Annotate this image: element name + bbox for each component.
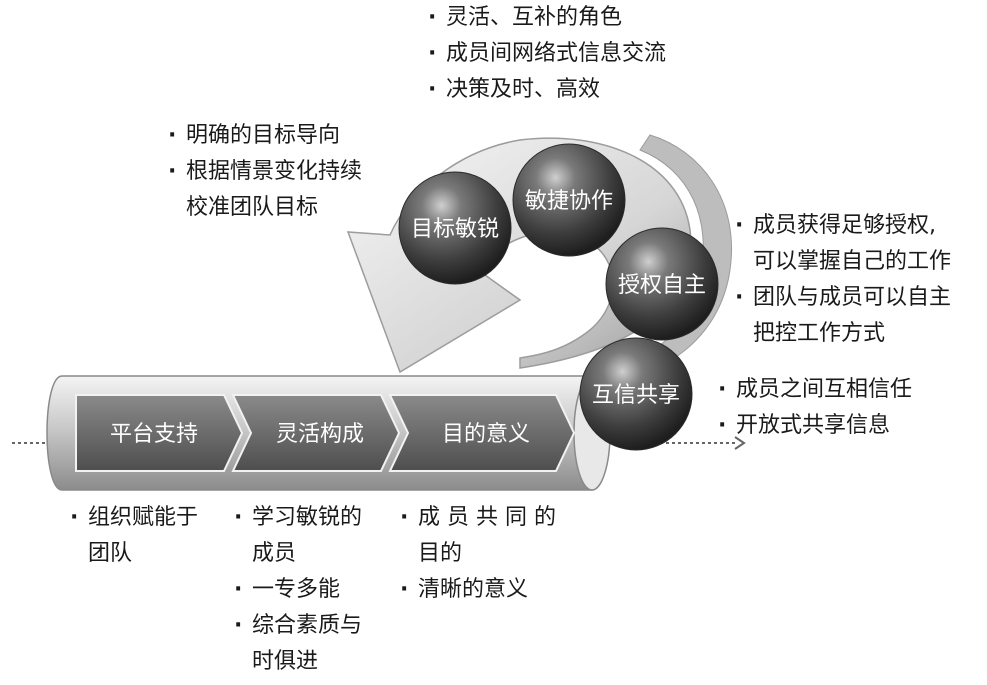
value-sphere <box>398 171 512 285</box>
note-item-cont: 成员 <box>252 541 297 566</box>
notes-bottom-3: 成 员 共 同 的 目的 清晰的意义 <box>400 500 556 608</box>
stage-label: 灵活构成 <box>276 422 364 447</box>
value-sphere <box>605 227 719 341</box>
stage-label: 目的意义 <box>442 422 530 447</box>
notes-left: 明确的目标导向 根据情景变化持续 校准团队目标 <box>168 118 362 226</box>
note-item: 开放式共享信息 <box>718 408 912 444</box>
stage-chevron <box>388 394 576 472</box>
note-item-cont: 把控工作方式 <box>753 321 886 346</box>
notes-right-2: 成员之间互相信任 开放式共享信息 <box>718 372 912 444</box>
notes-right-1: 成员获得足够授权, 可以掌握自己的工作 团队与成员可以自主 把控工作方式 <box>735 208 951 352</box>
note-item-cont: 目的 <box>418 541 463 566</box>
note-item-cont: 可以掌握自己的工作 <box>753 249 952 274</box>
sphere-label: 目标敏锐 <box>411 217 499 242</box>
note-item-cont: 校准团队目标 <box>186 195 319 220</box>
note-item: 清晰的意义 <box>400 572 556 608</box>
note-item: 综合素质与 <box>234 608 362 644</box>
note-item: 团队与成员可以自主 <box>735 280 951 316</box>
sphere-label: 互信共享 <box>592 383 680 408</box>
note-item: 一专多能 <box>234 572 362 608</box>
stage-chevron <box>231 394 401 472</box>
note-item: 决策及时、高效 <box>428 72 666 108</box>
value-sphere <box>512 143 626 257</box>
sphere-label: 敏捷协作 <box>525 189 613 214</box>
note-item-cont: 时俱进 <box>252 649 319 674</box>
stage-label: 平台支持 <box>110 422 198 447</box>
note-item: 组织赋能于 <box>70 500 198 536</box>
note-item: 成 员 共 同 的 <box>400 500 556 536</box>
note-item: 成员间网络式信息交流 <box>428 36 666 72</box>
notes-bottom-1: 组织赋能于 团队 <box>70 500 198 572</box>
note-item: 灵活、互补的角色 <box>428 0 666 36</box>
stage-chevron <box>75 394 244 472</box>
note-item: 成员之间互相信任 <box>718 372 912 408</box>
note-item: 明确的目标导向 <box>168 118 362 154</box>
notes-bottom-2: 学习敏锐的 成员 一专多能 综合素质与 时俱进 <box>234 500 362 680</box>
notes-top: 灵活、互补的角色 成员间网络式信息交流 决策及时、高效 <box>428 0 666 108</box>
note-item: 学习敏锐的 <box>234 500 362 536</box>
value-sphere <box>579 337 693 451</box>
note-item: 根据情景变化持续 <box>168 154 362 190</box>
note-item-cont: 团队 <box>88 541 133 566</box>
note-item: 成员获得足够授权, <box>735 208 951 244</box>
sphere-label: 授权自主 <box>618 273 706 298</box>
